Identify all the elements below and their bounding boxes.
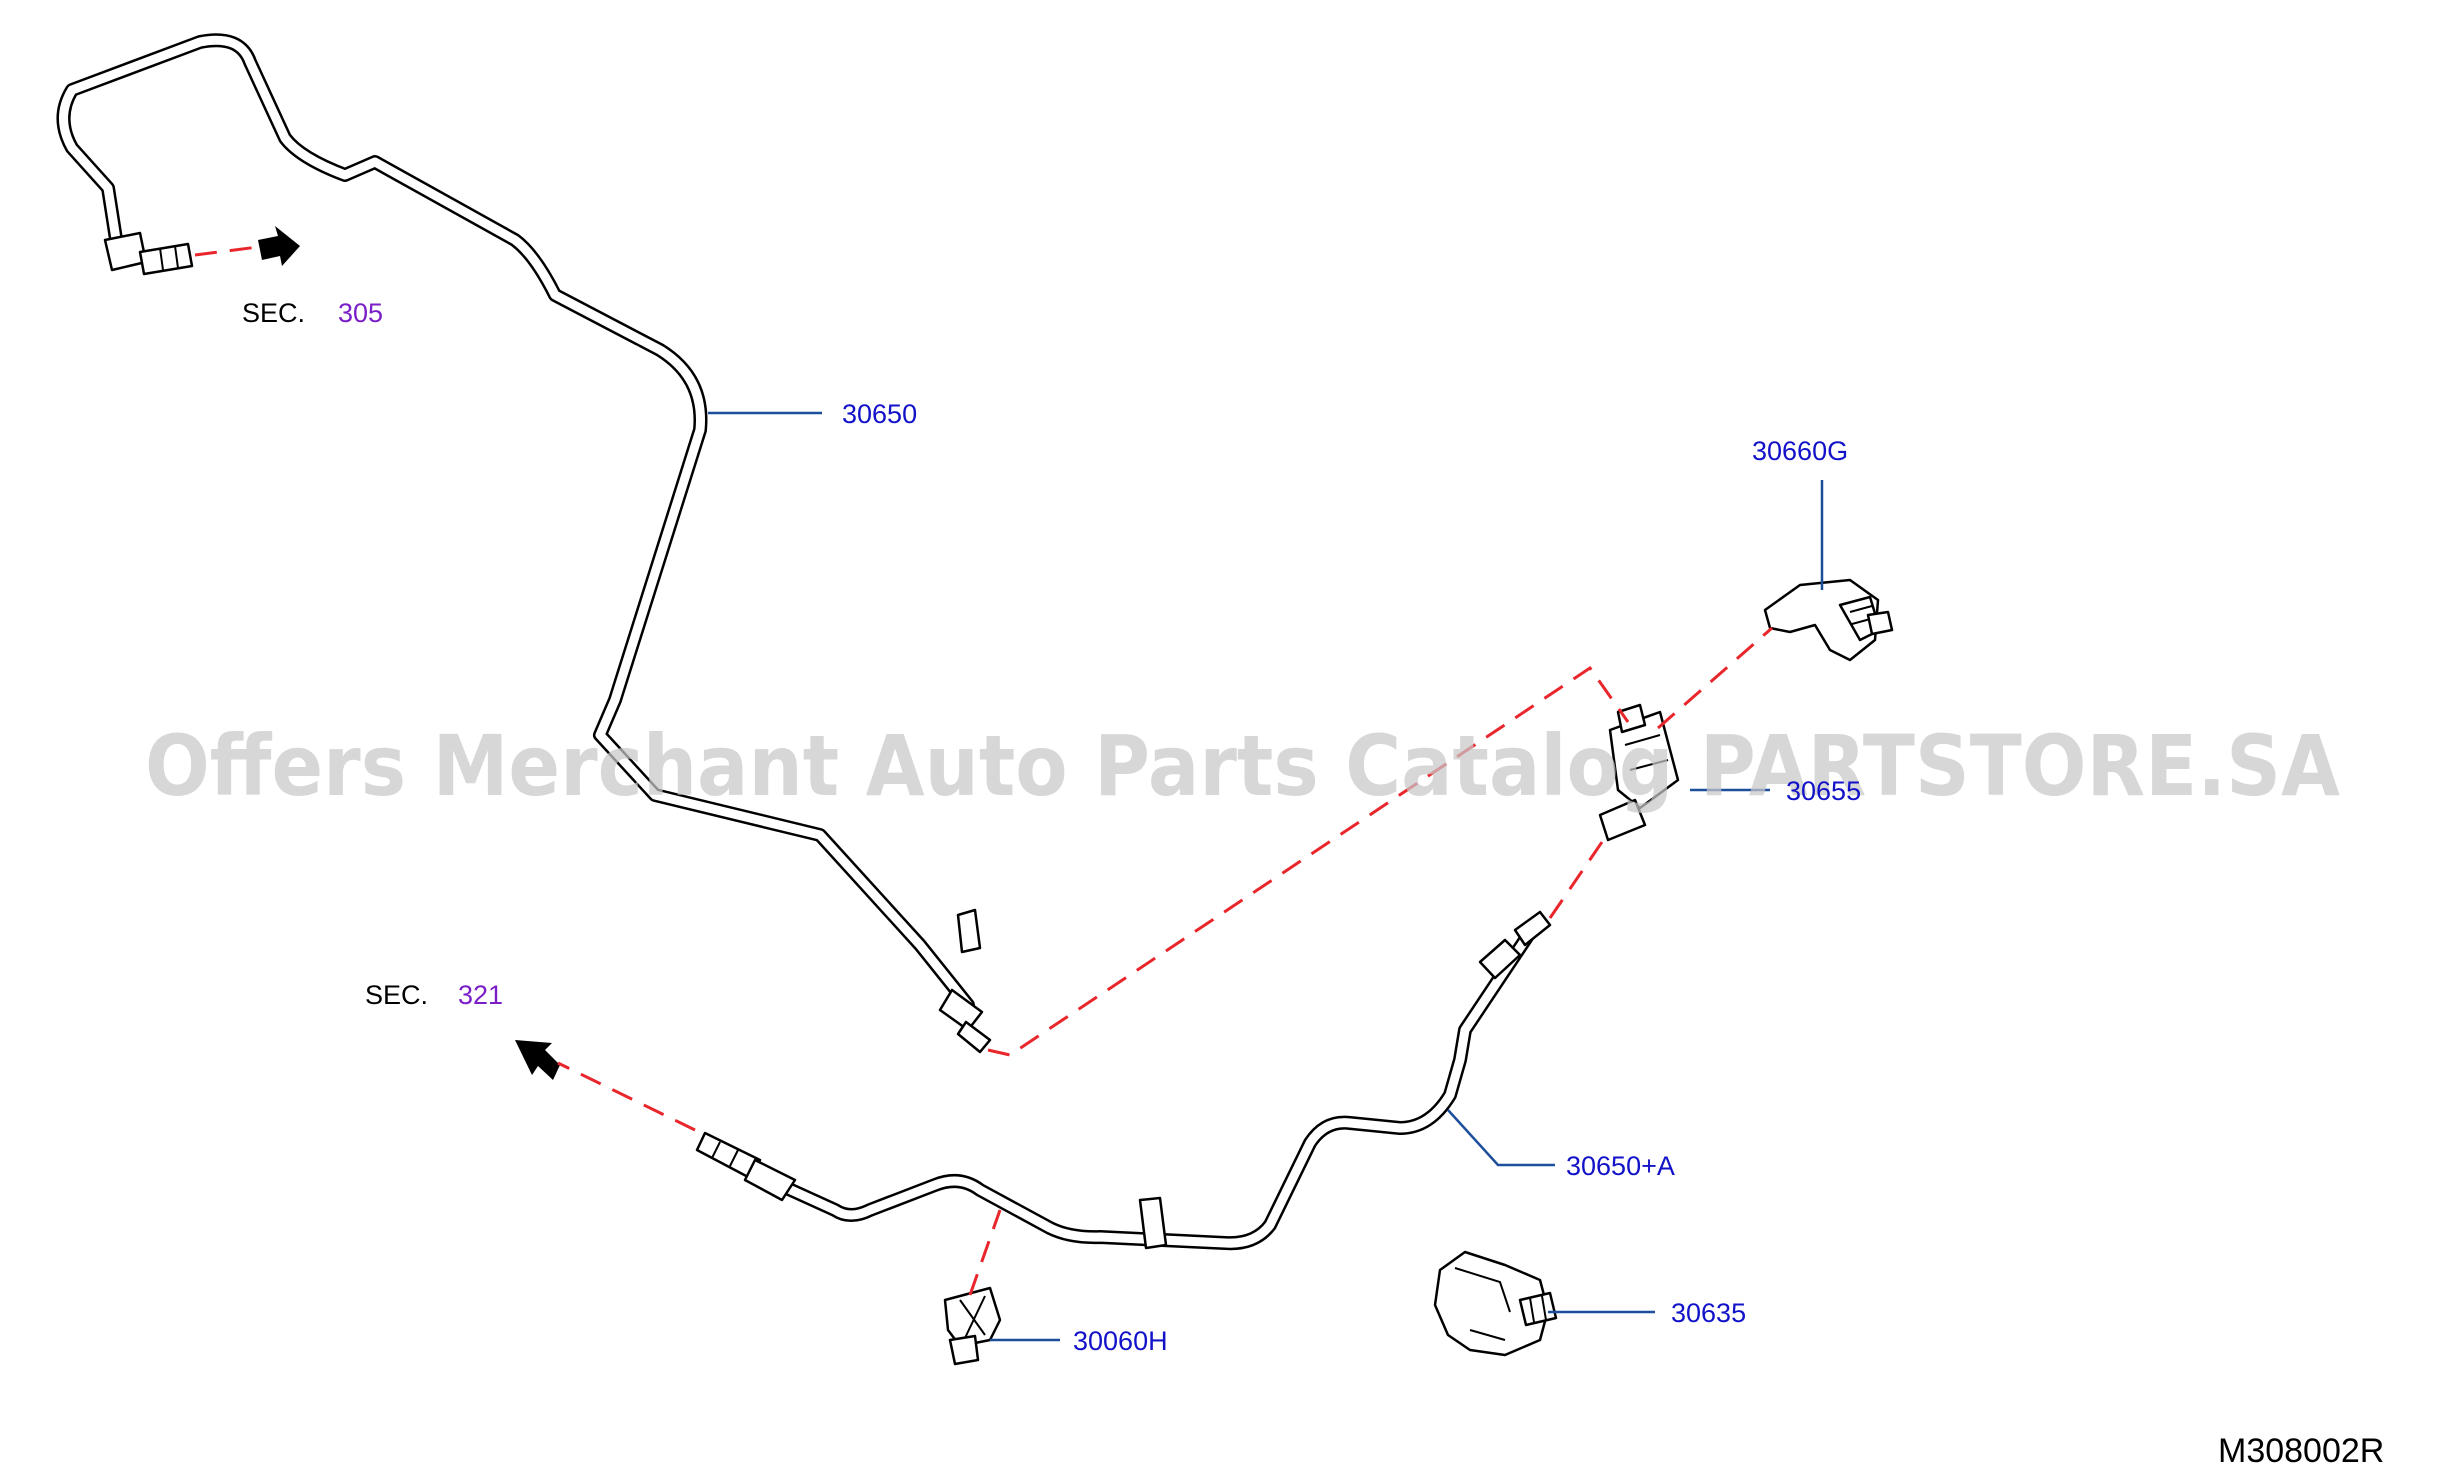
arrow-sec-321-icon xyxy=(515,1040,560,1080)
clutch-tube-upper xyxy=(56,33,975,1012)
upper-end-fitting xyxy=(103,231,194,276)
lower-tube-left-fitting xyxy=(695,1131,797,1202)
bracket-30635 xyxy=(1433,1250,1558,1357)
connector-30655 xyxy=(1598,703,1680,842)
leader-lines xyxy=(708,411,1824,1342)
sec-305-number[interactable]: 305 xyxy=(338,298,383,328)
arrow-sec-305-icon xyxy=(258,226,300,266)
sec-305-label: SEC. xyxy=(242,298,305,328)
diagram-id: M308002R xyxy=(2218,1432,2384,1470)
upper-tube-lower-fitting xyxy=(938,908,992,1054)
callout-30635[interactable]: 30635 xyxy=(1671,1298,1746,1328)
sec-321-number[interactable]: 321 xyxy=(458,980,503,1010)
sec-321-label: SEC. xyxy=(365,980,428,1010)
callout-30655[interactable]: 30655 xyxy=(1786,776,1861,806)
clutch-tube-lower xyxy=(773,918,1542,1251)
watermark-text: Offers Merchant Auto Parts Catalog PARTS… xyxy=(145,717,2340,815)
callout-30060H[interactable]: 30060H xyxy=(1073,1326,1168,1356)
lower-tube-right-fitting xyxy=(1478,910,1552,980)
dashed-links xyxy=(194,245,1773,1296)
callout-30650[interactable]: 30650 xyxy=(842,399,917,429)
callout-30660G[interactable]: 30660G xyxy=(1752,436,1848,466)
clip-30060H xyxy=(943,1286,1002,1366)
bracket-clip-30660G xyxy=(1763,578,1894,662)
callout-30650-a[interactable]: 30650+A xyxy=(1566,1151,1675,1181)
